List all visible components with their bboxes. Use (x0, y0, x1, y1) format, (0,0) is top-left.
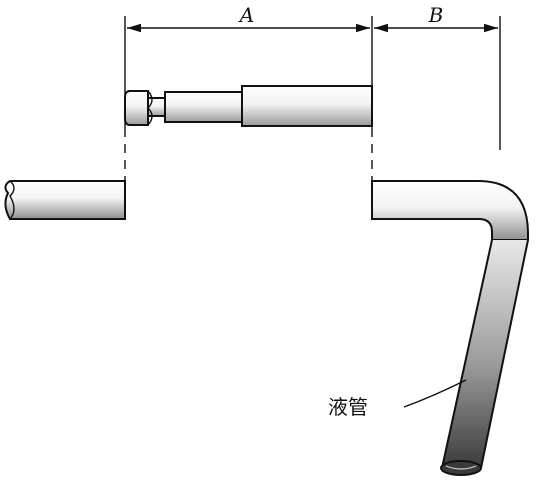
dimension-b: B (374, 3, 498, 33)
stepped-fitting (124, 85, 373, 127)
liquid-pipe-callout: 液管 (328, 379, 467, 419)
liquid-pipe-label: 液管 (328, 395, 368, 419)
dimension-a: A (127, 3, 370, 33)
liquid-pipe (371, 180, 529, 476)
left-pipe (4, 180, 126, 220)
dimension-b-label: B (428, 3, 444, 27)
dimension-a-label: A (238, 3, 254, 27)
